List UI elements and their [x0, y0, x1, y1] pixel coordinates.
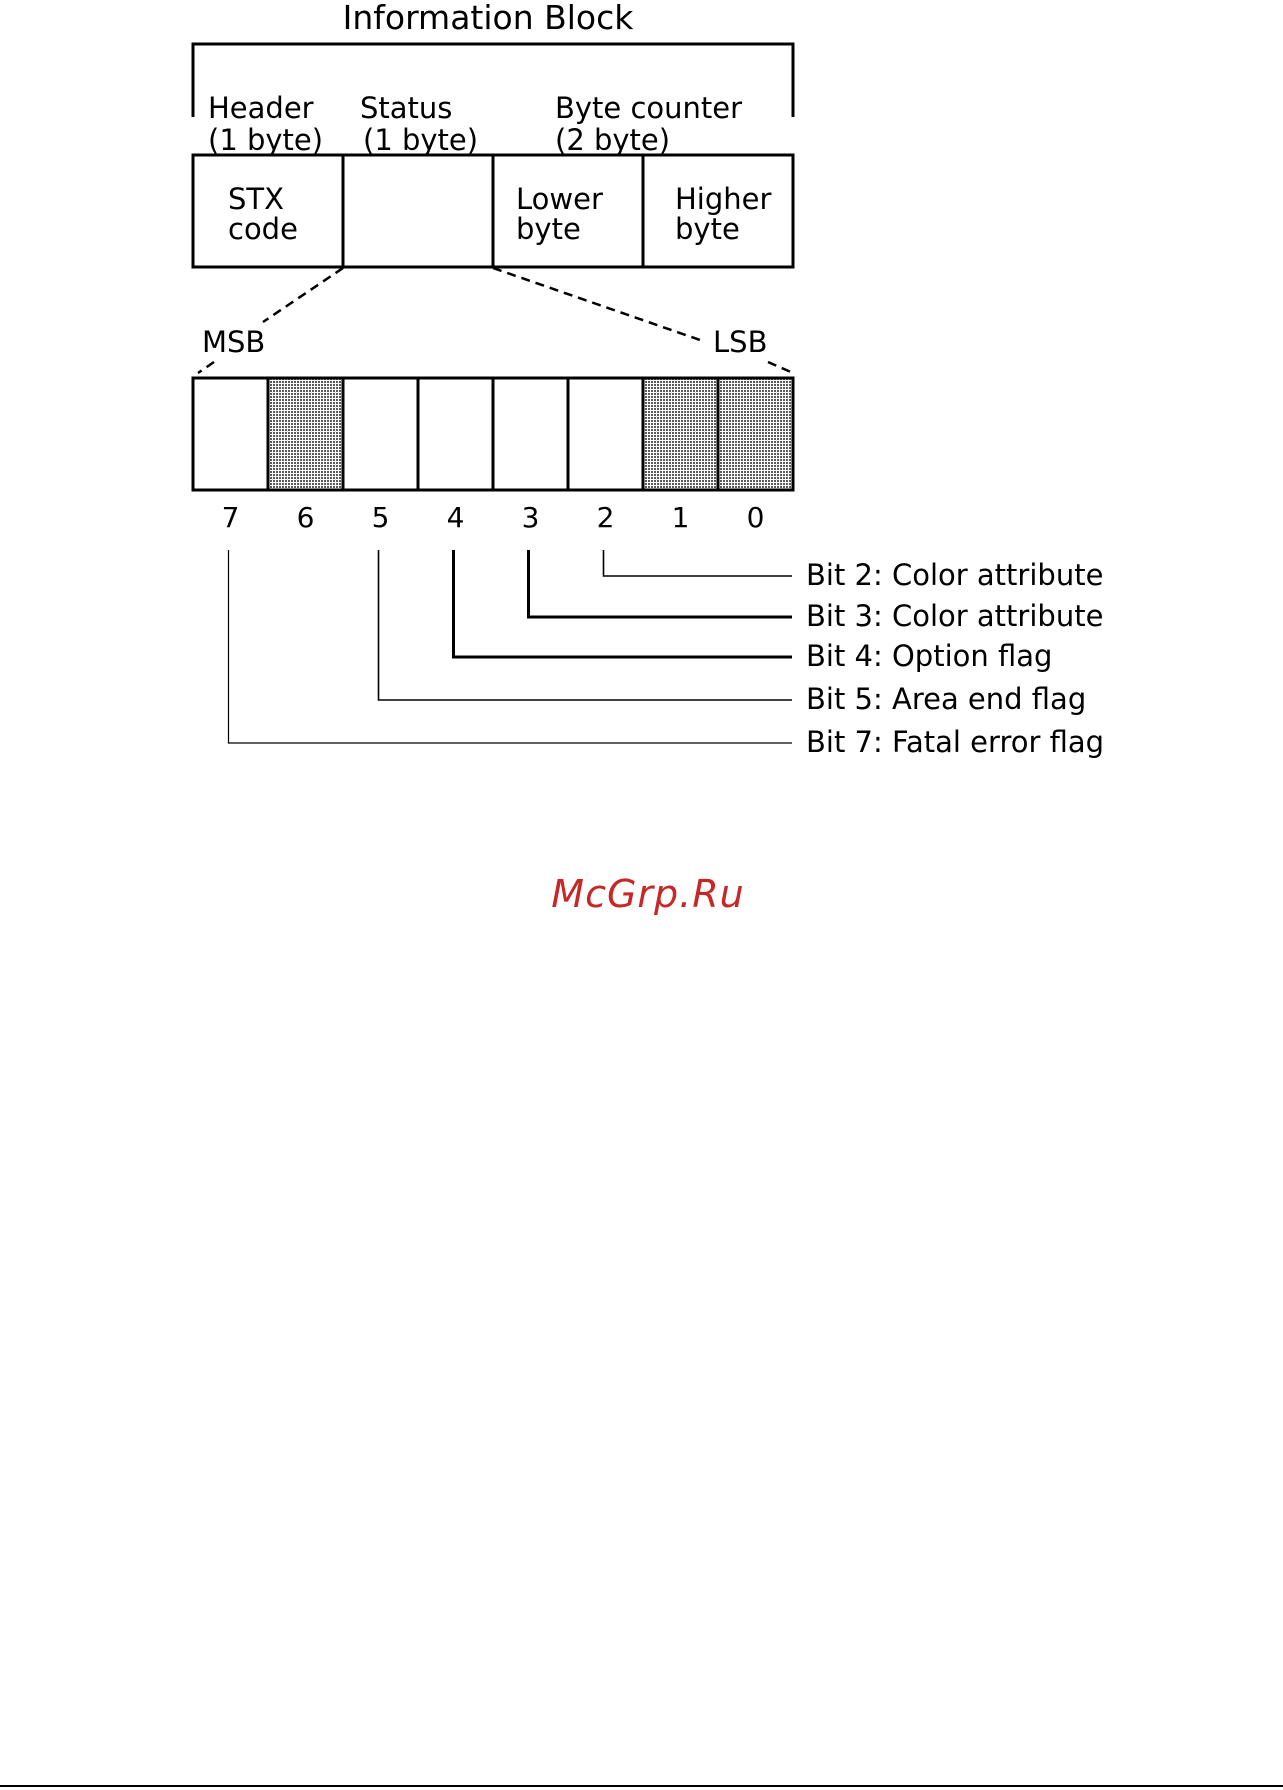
legend-bit-7: Bit 7: Fatal error flag — [806, 725, 1104, 759]
bit-number-1: 1 — [672, 501, 690, 534]
bit-cell-3 — [493, 378, 568, 490]
bit-number-3: 3 — [522, 501, 540, 534]
leader-line-bit-5 — [379, 550, 793, 700]
bit-cell-1 — [643, 378, 718, 490]
svg-text:Byte counter: Byte counter — [555, 91, 742, 125]
bit-number-2: 2 — [597, 501, 615, 534]
leader-line-bit-4 — [454, 550, 793, 657]
svg-text:code: code — [228, 212, 298, 246]
svg-text:(2 byte): (2 byte) — [555, 123, 670, 157]
leader-line-bit-7 — [229, 550, 793, 743]
leader-line-bit-2 — [604, 550, 793, 576]
svg-text:byte: byte — [675, 212, 740, 246]
msb-label: MSB — [202, 325, 265, 359]
bit-cell-2 — [568, 378, 643, 490]
svg-text:Status: Status — [360, 91, 452, 125]
byte-counter-label: Byte counter (2 byte) — [555, 91, 742, 157]
status-bit-row — [193, 378, 793, 490]
bit-number-row: 7 6 5 4 3 2 1 0 — [222, 501, 765, 534]
bit-cell-5 — [343, 378, 418, 490]
legend-bit-5: Bit 5: Area end flag — [806, 682, 1086, 716]
status-label: Status (1 byte) — [360, 91, 478, 157]
byte-cell-status — [343, 155, 493, 267]
svg-text:Header: Header — [208, 91, 314, 125]
expansion-line-lsb-tail — [768, 362, 793, 373]
header-label: Header (1 byte) — [208, 91, 323, 157]
leader-line-bit-3 — [529, 550, 793, 617]
svg-text:STX: STX — [228, 182, 284, 216]
watermark: McGrp.Ru — [551, 872, 744, 916]
bit-number-7: 7 — [222, 501, 240, 534]
legend-bit-3: Bit 3: Color attribute — [806, 599, 1103, 633]
expansion-line-msb-tail — [198, 362, 214, 373]
svg-text:(1 byte): (1 byte) — [208, 123, 323, 157]
lsb-label: LSB — [713, 325, 767, 359]
bit-number-0: 0 — [747, 501, 765, 534]
legend-bit-4: Bit 4: Option flag — [806, 639, 1052, 673]
bit-cell-7 — [193, 378, 268, 490]
bit-number-5: 5 — [372, 501, 390, 534]
bit-number-6: 6 — [297, 501, 315, 534]
expansion-line-msb — [263, 268, 343, 322]
diagram-title: Information Block — [343, 0, 635, 37]
bit-cell-4 — [418, 378, 493, 490]
legend-bit-2: Bit 2: Color attribute — [806, 558, 1103, 592]
svg-text:Lower: Lower — [516, 182, 603, 216]
bit-number-4: 4 — [447, 501, 465, 534]
bit-cell-0 — [718, 378, 793, 490]
bit-cell-6 — [268, 378, 343, 490]
expansion-line-lsb — [493, 268, 700, 340]
svg-text:Higher: Higher — [675, 182, 771, 216]
svg-text:byte: byte — [516, 212, 581, 246]
svg-text:(1 byte): (1 byte) — [363, 123, 478, 157]
